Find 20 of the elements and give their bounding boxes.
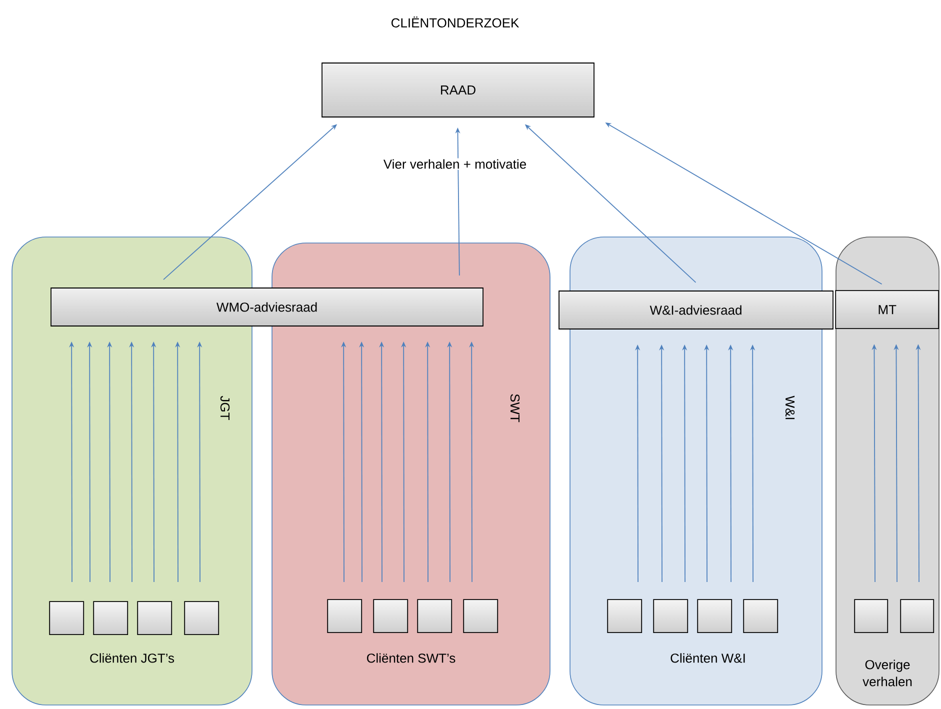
client-square [697, 599, 732, 634]
client-square [373, 599, 408, 634]
council-bar: WMO-adviesraad [50, 288, 484, 326]
client-square [463, 599, 498, 634]
client-square [327, 599, 362, 634]
client-square [184, 601, 220, 636]
client-square [900, 599, 934, 634]
title-box: RAAD [322, 62, 594, 118]
client-square [607, 599, 642, 634]
client-square [653, 599, 688, 634]
council-bar: MT [835, 290, 940, 330]
annotation-text: Vier verhalen + motivatie [382, 158, 528, 170]
client-square [854, 599, 888, 634]
client-square [417, 599, 452, 634]
client-square [743, 599, 778, 634]
title: CLIËNTONDERZOEK [392, 16, 520, 28]
client-square [137, 601, 172, 636]
client-square [93, 601, 128, 636]
council-bar: W&I-adviesraad [558, 290, 834, 330]
client-square [49, 601, 84, 636]
